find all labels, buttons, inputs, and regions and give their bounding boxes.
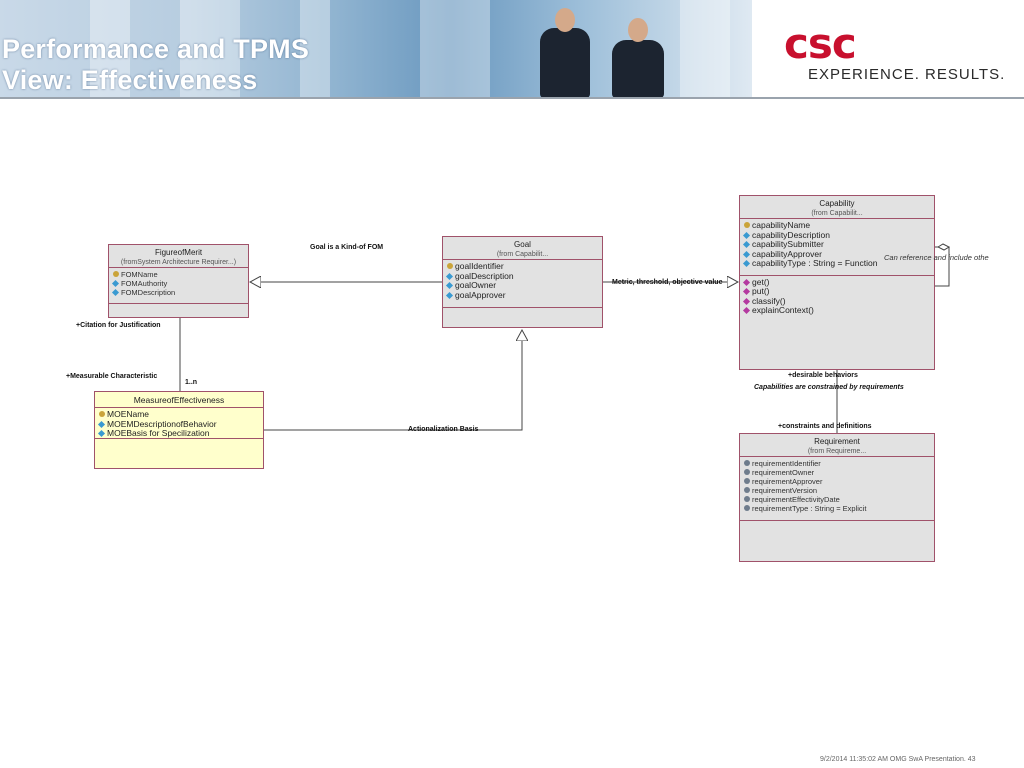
slide-header: Performance and TPMS View: Effectiveness… — [0, 0, 1024, 99]
label-measurable-characteristic: +Measurable Characteristic — [66, 373, 158, 380]
attribute-row: requirementIdentifier — [744, 459, 934, 468]
attribute-row: FOMAuthority — [111, 279, 248, 288]
operation-icon — [742, 306, 751, 315]
protected-attribute-icon — [744, 487, 750, 493]
operation-icon — [742, 287, 751, 296]
label-actionalization-basis: Actionalization Basis — [408, 426, 479, 433]
class-name: FigureofMerit — [154, 248, 203, 257]
attribute-icon — [97, 429, 106, 438]
attribute-icon — [445, 281, 454, 290]
attribute-row: capabilityType : String = Function — [742, 258, 934, 269]
class-figure-of-merit[interactable]: FigureofMerit (fromSystem Architecture R… — [108, 244, 249, 318]
label-metric-threshold: Metric, threshold, objective value — [612, 279, 723, 286]
attribute-row: capabilityApprover — [742, 249, 934, 260]
class-requirement[interactable]: Requirement (from Requireme... requireme… — [739, 433, 935, 562]
attribute-icon — [742, 240, 751, 249]
operation-icon — [742, 278, 751, 286]
slide-title-line1: Performance and TPMS — [2, 34, 310, 64]
label-desirable-behaviors: +desirable behaviors — [788, 372, 858, 379]
attribute-row: goalDescription — [445, 271, 602, 282]
attribute-icon — [445, 291, 454, 299]
slide-title-line2: View: Effectiveness — [2, 65, 258, 95]
attribute-row: requirementApprover — [744, 477, 934, 486]
attribute-row: FOMDescription — [111, 288, 248, 297]
class-measure-of-effectiveness[interactable]: MeasureofEffectiveness MOEName MOEMDescr… — [94, 391, 264, 469]
class-package: (from Requireme... — [807, 448, 867, 455]
attribute-row: MOEMDescriptionofBehavior — [97, 419, 263, 430]
protected-attribute-icon — [744, 469, 750, 475]
capability-self-diamond — [936, 243, 951, 251]
operation-row: explainContext() — [742, 305, 934, 316]
operation-row: classify() — [742, 296, 934, 307]
attribute-row: requirementVersion — [744, 486, 934, 495]
label-goal-kind-of-fom: Goal is a Kind-of FOM — [310, 244, 384, 251]
header-divider — [0, 97, 1024, 99]
attribute-row: requirementEffectivityDate — [744, 495, 934, 504]
attribute-row: capabilityDescription — [742, 230, 934, 241]
attribute-row: goalApprover — [445, 290, 602, 301]
slide-title: Performance and TPMS View: Effectiveness — [2, 34, 309, 96]
attribute-icon — [445, 272, 454, 280]
operation-row: get() — [742, 277, 934, 288]
class-name: Requirement — [814, 437, 860, 446]
class-name: Goal — [514, 240, 531, 249]
attribute-icon — [742, 231, 751, 239]
protected-attribute-icon — [744, 478, 750, 484]
csc-logo: csc — [784, 19, 857, 68]
attribute-row: FOMName — [113, 270, 248, 279]
class-capability[interactable]: Capability (from Capabilit... capability… — [739, 195, 935, 370]
attribute-row: goalOwner — [445, 280, 602, 291]
attribute-icon — [97, 420, 106, 428]
attribute-icon — [742, 250, 751, 258]
label-citation: +Citation for Justification — [76, 322, 161, 329]
label-can-reference: Can reference and include othe — [884, 253, 989, 262]
attribute-row: MOEName — [99, 409, 263, 420]
class-name: Capability — [819, 199, 855, 208]
operation-row: put() — [742, 286, 934, 297]
label-multiplicity: 1..n — [185, 379, 198, 386]
attribute-row: requirementOwner — [744, 468, 934, 477]
attribute-row: goalIdentifier — [447, 261, 602, 272]
attribute-row: MOEBasis for Specilization — [97, 428, 263, 439]
class-package: (from Capabilit... — [496, 251, 549, 258]
attribute-row: requirementType : String = Explicit — [744, 504, 934, 513]
moe-to-goal-line — [264, 330, 522, 431]
class-package: (fromSystem Architecture Requirer...) — [120, 259, 237, 266]
label-constraints-definitions: +constraints and definitions — [778, 423, 872, 430]
class-name: MeasureofEffectiveness — [133, 395, 225, 405]
key-attribute-icon — [99, 411, 105, 417]
attribute-icon — [742, 259, 751, 268]
slide-footer: 9/2/2014 11:35:02 AM OMG SwA Presentatio… — [820, 756, 976, 763]
attribute-row: capabilityName — [744, 220, 934, 231]
protected-attribute-icon — [744, 496, 750, 502]
protected-attribute-icon — [744, 460, 750, 466]
key-attribute-icon — [447, 263, 453, 269]
key-attribute-icon — [113, 271, 119, 277]
attribute-icon — [111, 279, 120, 288]
class-goal[interactable]: Goal (from Capabilit... goalIdentifier g… — [442, 236, 603, 328]
key-attribute-icon — [744, 222, 750, 228]
attribute-icon — [111, 288, 120, 297]
logo-tagline: EXPERIENCE. RESULTS. — [808, 66, 1006, 83]
header-banner-photo — [0, 0, 752, 98]
attribute-row: capabilitySubmitter — [742, 239, 934, 250]
protected-attribute-icon — [744, 505, 750, 511]
label-capabilities-constrained: Capabilities are constrained by requirem… — [754, 384, 904, 391]
operation-icon — [742, 297, 751, 305]
class-package: (from Capabilit... — [811, 210, 863, 217]
